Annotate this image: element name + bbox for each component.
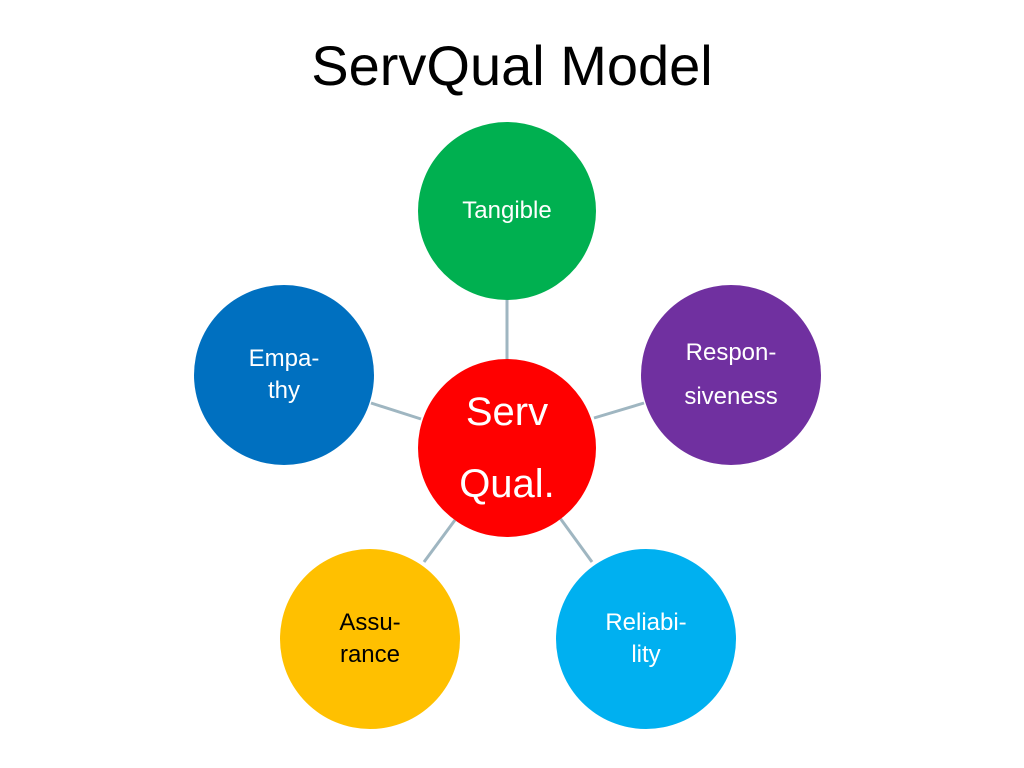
node-responsiveness-label-line2: siveness bbox=[684, 383, 778, 410]
connector-empathy bbox=[370, 401, 422, 421]
center-label-line1: Serv bbox=[465, 390, 549, 434]
node-empathy-label-line1: Empa- bbox=[248, 345, 320, 372]
connector-assurance bbox=[422, 519, 457, 563]
node-empathy-label-line2: thy bbox=[267, 377, 300, 404]
connector-reliability bbox=[558, 517, 594, 563]
connector-responsiveness bbox=[593, 401, 645, 420]
center-label-line2: Qual. bbox=[459, 462, 555, 506]
node-assurance-label-line1: Assu- bbox=[339, 609, 401, 636]
node-assurance-label-line2: rance bbox=[339, 641, 401, 668]
node-servqual-center: Serv Qual. bbox=[418, 359, 596, 537]
node-tangible-label: Tangible bbox=[462, 197, 552, 224]
node-reliability-label-line1: Reliabi- bbox=[605, 609, 687, 636]
node-tangible: Tangible bbox=[418, 122, 596, 300]
node-reliability: Reliabi- lity bbox=[556, 549, 736, 729]
node-responsiveness: Respon- siveness bbox=[641, 285, 821, 465]
node-assurance: Assu- rance bbox=[280, 549, 460, 729]
slide-title: ServQual Model bbox=[311, 34, 713, 97]
node-reliability-label-line2: lity bbox=[631, 641, 661, 668]
node-responsiveness-label-line1: Respon- bbox=[685, 339, 777, 366]
node-empathy: Empa- thy bbox=[194, 285, 374, 465]
